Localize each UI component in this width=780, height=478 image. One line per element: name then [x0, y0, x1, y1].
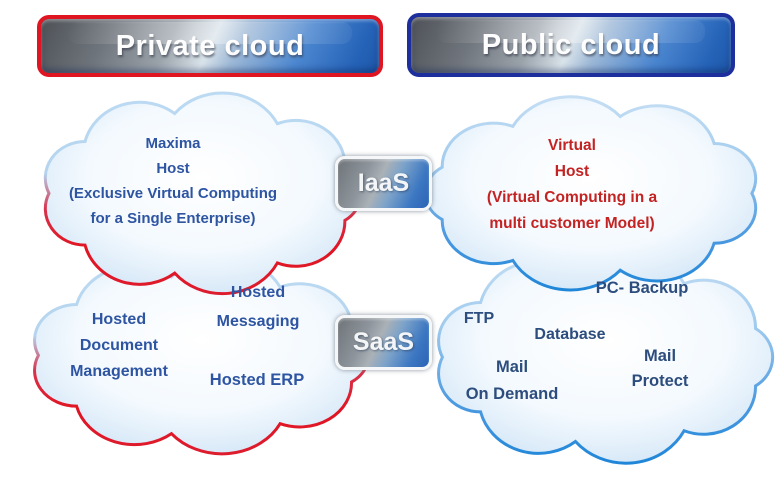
- iaas-badge-label: IaaS: [357, 169, 410, 197]
- pc-backup-line: PC- Backup: [595, 279, 689, 297]
- mail-protect-line: Protect: [631, 372, 689, 390]
- erp-line: Hosted ERP: [209, 371, 305, 389]
- ftp-text: FTP: [429, 309, 529, 329]
- database-line: Database: [534, 326, 606, 343]
- mail-protect-text: Mail Protect: [590, 344, 730, 394]
- ftp-line: FTP: [463, 310, 495, 327]
- database-text: Database: [500, 325, 640, 345]
- private-cloud-label: Private cloud: [115, 29, 305, 62]
- messaging-line: Messaging: [216, 313, 300, 330]
- public-iaas-line: Virtual: [548, 137, 596, 154]
- hosted-document-management-text: Hosted Document Management: [34, 307, 204, 385]
- doc-mgmt-line: Document: [79, 337, 159, 354]
- hosted-messaging-text: Hosted Messaging: [173, 278, 343, 336]
- public-cloud-button[interactable]: Public cloud: [407, 13, 735, 77]
- public-iaas-line: multi customer Model): [489, 215, 655, 232]
- public-iaas-text: Virtual Host (Virtual Computing in a mul…: [432, 133, 712, 237]
- pc-backup-text: PC- Backup: [562, 278, 722, 298]
- private-iaas-line: (Exclusive Virtual Computing: [68, 185, 278, 202]
- doc-mgmt-line: Hosted: [91, 311, 147, 328]
- public-cloud-label: Public cloud: [481, 28, 661, 61]
- private-iaas-line: Host: [156, 160, 190, 177]
- private-iaas-line: Maxima: [145, 135, 201, 152]
- public-iaas-line: (Virtual Computing in a: [486, 189, 658, 206]
- private-iaas-line: for a Single Enterprise): [90, 210, 256, 227]
- doc-mgmt-line: Management: [70, 363, 168, 380]
- hosted-erp-text: Hosted ERP: [172, 370, 342, 391]
- mail-on-demand-text: Mail On Demand: [432, 354, 592, 408]
- private-iaas-text: Maxima Host (Exclusive Virtual Computing…: [33, 131, 313, 231]
- saas-badge[interactable]: SaaS: [335, 315, 432, 370]
- private-cloud-button[interactable]: Private cloud: [37, 15, 383, 77]
- messaging-line: Hosted: [230, 284, 286, 301]
- mail-on-demand-line: On Demand: [465, 385, 559, 403]
- public-iaas-line: Host: [554, 163, 590, 180]
- mail-on-demand-line: Mail: [495, 358, 529, 376]
- mail-protect-line: Mail: [643, 347, 677, 365]
- iaas-badge[interactable]: IaaS: [335, 156, 432, 211]
- saas-badge-label: SaaS: [352, 328, 415, 356]
